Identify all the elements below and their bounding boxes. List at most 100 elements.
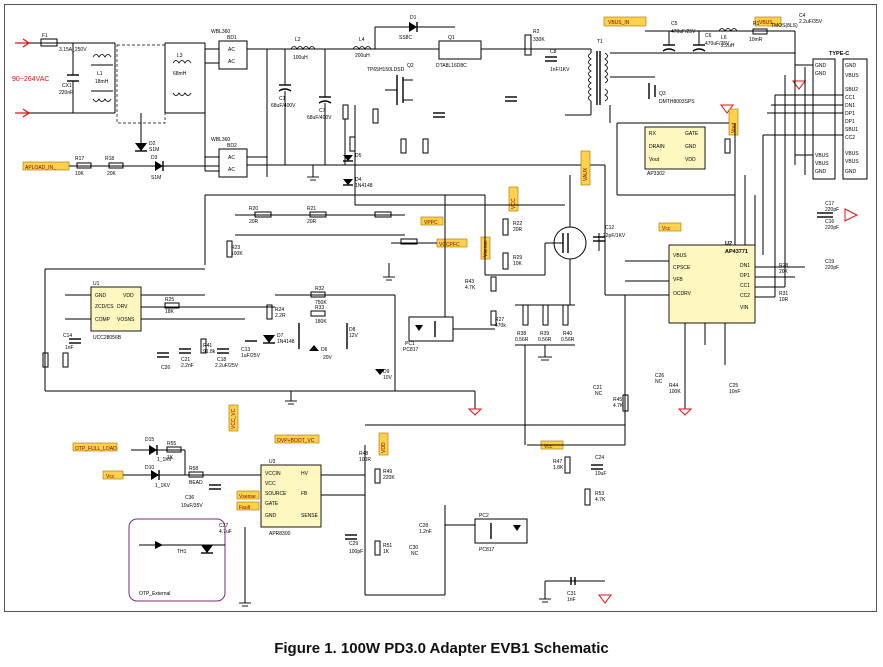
c16-ref: C16 [825, 219, 834, 225]
u3-pin-source: SOURCE [265, 491, 287, 497]
f1-ref: F1 [42, 33, 48, 39]
r27-ref: R27 [495, 317, 504, 323]
u2-pin-ocdrv: OCDRV [673, 291, 692, 297]
r31-ref: R31 [779, 291, 788, 297]
c19-value: 220pF [825, 265, 839, 271]
c17-value: 220pF [825, 207, 839, 213]
vpp-tag [420, 216, 444, 226]
vcc-bottom-label: Vcc [544, 444, 553, 450]
u1-pin-comp: COMP [95, 317, 111, 323]
vcc-left-label: Vcc [106, 474, 115, 480]
u4-part: AP3302 [647, 171, 665, 177]
u1-pfc-controller: U1 GND ZCD/CS COMP VDD DRV VOSNS UCC2805… [42, 268, 475, 405]
d10-part: 1_1KV [155, 483, 171, 489]
r17-value: 10K [75, 171, 85, 177]
cx1-ref: CX1 [62, 83, 72, 89]
typec-pin-r8: SBU1 [845, 127, 858, 133]
u2-pin-cpsce: CPSCE [673, 265, 691, 271]
c8-ref: C8 [550, 49, 557, 55]
c30-value: NC [411, 551, 419, 557]
schematic-canvas: 90~264VAC F1 3.15A_250V CX1 220nF L1 18m… [12, 13, 868, 607]
r22-ref: R22 [513, 221, 522, 227]
c24-ref: C24 [595, 455, 604, 461]
r44-value: 100K [669, 389, 681, 395]
output-switch: C12 22pF/1KV R38 0.56R R39 0.56R R40 0.5… [502, 150, 626, 361]
u2-pin-dn1: DN1 [740, 263, 750, 269]
fault-label: Fault [239, 505, 251, 511]
typec-pin-l16: GND [815, 169, 827, 175]
r21-ref: R21 [307, 206, 316, 212]
ovp-tag [274, 434, 320, 444]
r17-ref: R17 [75, 156, 84, 162]
q4-part: TMOS(8LS) [771, 23, 798, 29]
c1-value: 68uF/400V [271, 103, 296, 109]
r24-ref: R24 [275, 307, 284, 313]
d15-ref: D15 [145, 437, 154, 443]
q3-part: DMTH8003SPS [659, 99, 695, 105]
u4-pin-gate: GATE [685, 131, 699, 137]
u1-pin-gnd: GND [95, 293, 107, 299]
l6-value: 2.2uH [721, 43, 735, 49]
r41-ref: R41 [203, 343, 212, 349]
l4-value: 200uH [355, 53, 370, 59]
l2-value: 100uH [293, 55, 308, 61]
typec-connector: TYPE-C GND VBUS SBU2 CC1 DN1 DP1 DP1 SBU… [763, 31, 868, 180]
u3-pin-gnd: GND [265, 513, 277, 519]
otp-label: OTP_FULL_LOAD [75, 446, 117, 452]
q3-ref: Q3 [659, 91, 666, 97]
u4-ic [644, 126, 706, 170]
ovp-label: OVP+BOOT_VC [277, 438, 315, 444]
r38-ref: R38 [517, 331, 526, 337]
c26-value: NC [655, 379, 663, 385]
r48-ref: R48 [359, 451, 368, 457]
figure-caption: Figure 1. 100W PD3.0 Adapter EVB1 Schema… [274, 640, 609, 657]
r39-value: 0.56R [538, 337, 552, 343]
vbus-tag [754, 16, 782, 27]
u3-pin-vccin: VCCIN [265, 471, 281, 477]
pc1-part: PC817 [403, 347, 419, 353]
c7-ref: C7 [319, 108, 326, 114]
typec-pin-r5: DN1 [845, 103, 855, 109]
u4-pin-vout: Vout [649, 157, 660, 163]
vbus-in-tag [603, 16, 647, 27]
typec-pin-r1: VBUS [845, 73, 859, 79]
u2-pin-vfb: VFB [673, 277, 683, 283]
c16-value: 220pF [825, 225, 839, 231]
otp-box-label: OTP_External [139, 591, 170, 597]
c13-ref: C13 [241, 347, 250, 353]
u3-ref: U3 [269, 459, 276, 465]
d2-part: S1M [149, 147, 159, 153]
vout-tag-right [728, 108, 739, 136]
ap-in-label: APLOAD_IN_ [25, 165, 56, 171]
input-voltage-label: 90~264VAC [12, 76, 49, 83]
c13-value: 1uF/25V [241, 353, 261, 359]
q1-ref: Q1 [448, 35, 455, 41]
th1-ref: TH1 [177, 549, 187, 555]
r23-value: 100K [231, 251, 243, 257]
t1-ref: T1 [597, 39, 603, 45]
typec-body-right [842, 58, 868, 180]
r33-value: 180K [315, 319, 327, 325]
u1-pin-vosns: VOSNS [117, 317, 135, 323]
typec-pin-r12: VBUS [845, 159, 859, 165]
r25-value: 18K [165, 309, 175, 315]
vbus-label: VBUS [759, 20, 773, 26]
vcc-u2-tag [658, 222, 682, 232]
typec-pin-r0: GND [845, 63, 857, 69]
typec-pin-r9: CC2 [845, 135, 855, 141]
u1-part: UCC28056B [93, 335, 122, 341]
c12-value-hint: 22pF/1KV [603, 233, 626, 239]
l6-ref: L6 [721, 35, 727, 41]
typec-pin-l1: GND [815, 71, 827, 77]
typec-pin-l14: VBUS [815, 161, 829, 167]
r20-ref: R20 [249, 206, 258, 212]
r58-value: BEAD [189, 480, 203, 486]
d4-ref: D4 [355, 177, 362, 183]
vcc-u2-label: Vcc [662, 226, 671, 232]
r20-value: 20R [249, 219, 259, 225]
vccvc-tag [228, 404, 239, 432]
c18-ref: C18 [217, 357, 226, 363]
c12-hint: C12 [605, 225, 614, 231]
u4-pin-gnd: GND [685, 144, 697, 150]
